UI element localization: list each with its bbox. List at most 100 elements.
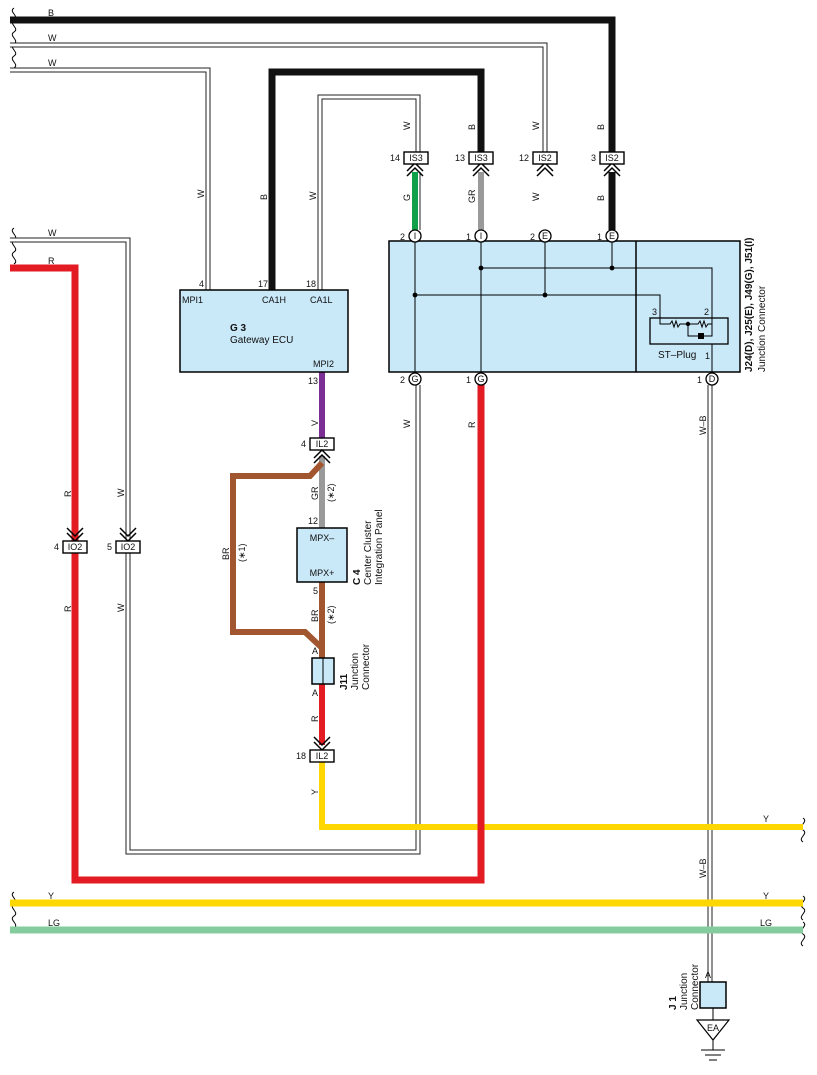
svg-text:LG: LG [48,918,60,928]
yellow-wire-il2 [319,762,803,830]
svg-text:W: W [308,191,318,200]
svg-text:Connector: Connector [361,643,372,690]
svg-text:I: I [414,231,417,241]
j1-junction-connector: A J 1 Junction Connector [668,963,727,1020]
svg-text:12: 12 [308,516,318,526]
svg-text:(∗1): (∗1) [237,543,247,562]
svg-text:J24(D), J25(E), J49(G), J51(I): J24(D), J25(E), J49(G), J51(I) [744,238,755,373]
svg-text:1: 1 [705,351,710,361]
svg-text:4: 4 [199,279,204,289]
left-break-marks [11,7,17,929]
svg-text:IS2: IS2 [605,153,619,163]
svg-text:W: W [402,121,412,130]
svg-text:G: G [477,374,484,384]
svg-text:BR: BR [221,547,231,560]
svg-text:G: G [411,374,418,384]
junction-connector-block: 3 2 1 ST–Plug I 2 I 1 E 2 E 1 G [388,229,768,386]
center-cluster-box: MPX– MPX+ 12 5 C 4 Center Cluster Integr… [296,509,385,596]
svg-text:IO2: IO2 [121,542,136,552]
svg-text:MPX–: MPX– [310,533,335,543]
svg-text:W: W [48,58,57,68]
svg-text:1: 1 [697,375,702,385]
svg-text:IL2: IL2 [316,751,329,761]
terminal-G-1: G 1 [466,372,488,386]
svg-text:W: W [48,228,57,238]
svg-text:5: 5 [313,586,318,596]
svg-text:CA1H: CA1H [262,295,286,305]
svg-text:ST–Plug: ST–Plug [658,350,696,361]
svg-text:14: 14 [390,153,400,163]
svg-text:18: 18 [296,751,306,761]
svg-text:1: 1 [466,375,471,385]
wire-labels: B W W W R Y LG Y Y LG W B W W B W B G GR… [48,8,772,928]
svg-text:R: R [63,490,73,497]
svg-text:W: W [48,33,57,43]
brown-wire-bypass [230,460,325,651]
gateway-ecu-box: MPI1 CA1H CA1L MPI2 G 3 Gateway ECU 4 17… [179,279,349,386]
svg-text:R: R [63,605,73,612]
connector-is2-3: IS2 3 [591,151,625,177]
svg-text:2: 2 [400,375,405,385]
svg-text:IS3: IS3 [474,153,488,163]
svg-text:V: V [310,420,320,426]
svg-text:Junction Connector: Junction Connector [757,285,768,372]
terminal-G-2: G 2 [400,372,422,386]
connector-is2-12: IS2 12 [519,151,558,177]
svg-text:17: 17 [258,279,268,289]
terminal-I-1: I 1 [466,229,488,243]
j11-junction-connector: A A J11 Junction Connector [311,643,372,698]
svg-text:I: I [480,231,483,241]
svg-text:BR: BR [310,609,320,622]
ground-icon: EA [695,1019,731,1061]
connector-arrow-icon [313,448,331,464]
svg-text:Y: Y [763,891,769,901]
svg-text:E: E [609,231,615,241]
svg-text:2: 2 [704,307,709,317]
connector-is3-14: IS3 14 [390,151,429,177]
svg-text:5: 5 [107,542,112,552]
svg-text:3: 3 [652,307,657,317]
svg-text:B: B [48,8,54,18]
st-plug: 3 2 1 ST–Plug [649,268,729,361]
svg-text:Center Cluster: Center Cluster [363,520,374,585]
svg-text:R: R [467,421,477,428]
svg-text:13: 13 [455,153,465,163]
svg-text:2: 2 [530,232,535,242]
connector-arrow-icon [536,161,554,177]
svg-text:MPI1: MPI1 [182,295,203,305]
svg-text:EA: EA [707,1023,719,1033]
svg-text:(∗2): (∗2) [326,483,336,502]
terminal-E-1: E 1 [597,229,619,243]
svg-text:J 1: J 1 [668,996,679,1010]
svg-text:A: A [312,646,318,656]
svg-text:18: 18 [306,279,316,289]
svg-text:Junction: Junction [350,653,361,690]
svg-text:A: A [312,688,318,698]
svg-text:B: B [596,124,606,130]
svg-text:J11: J11 [339,673,350,690]
svg-text:Y: Y [48,891,54,901]
svg-text:W: W [531,192,541,201]
svg-text:2: 2 [400,232,405,242]
svg-text:IO2: IO2 [68,542,83,552]
svg-text:GR: GR [467,189,477,203]
svg-text:12: 12 [519,153,529,163]
svg-text:3: 3 [591,153,596,163]
terminal-D-1: D 1 [697,372,719,386]
svg-text:Y: Y [763,814,769,824]
svg-text:(∗2): (∗2) [326,605,336,624]
svg-text:Integration Panel: Integration Panel [374,509,385,585]
svg-text:W: W [116,488,126,497]
connector-il2-18: IL2 18 [296,736,335,763]
svg-text:W: W [116,603,126,612]
svg-text:Junction: Junction [679,973,690,1010]
svg-text:1: 1 [466,232,471,242]
svg-text:W–B: W–B [698,858,708,878]
connector-io2-5: IO2 5 [107,527,141,554]
connector-is3-13: IS3 13 [455,151,494,177]
svg-text:IS2: IS2 [538,153,552,163]
svg-text:R: R [310,715,320,722]
svg-text:W: W [402,419,412,428]
svg-text:IL2: IL2 [316,439,329,449]
